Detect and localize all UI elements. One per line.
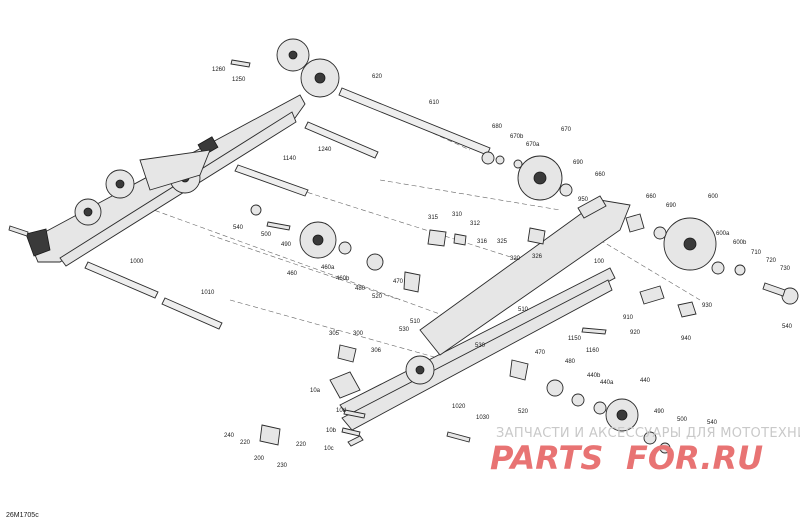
part-label: 305 bbox=[329, 331, 340, 337]
part-label: 680 bbox=[492, 124, 503, 130]
watermark-subtitle: ЗАПЧАСТИ И АКСЕССУАРЫ ДЛЯ МОТОТЕХНИКИ bbox=[496, 426, 800, 441]
part-label: 930 bbox=[702, 303, 713, 309]
part-label: 940 bbox=[681, 336, 692, 342]
part-label: 100 bbox=[594, 259, 605, 265]
part-label: 480 bbox=[565, 359, 576, 365]
part-label: 1160 bbox=[586, 348, 600, 354]
part-label: 200 bbox=[254, 456, 265, 462]
part-label: 326 bbox=[532, 254, 543, 260]
part-label: 470 bbox=[393, 279, 404, 285]
part-label: 500 bbox=[677, 417, 688, 423]
part-label: 610 bbox=[429, 100, 440, 106]
part-label: 310 bbox=[452, 212, 463, 218]
part-label: 510 bbox=[410, 319, 421, 325]
part-label: 10a bbox=[310, 388, 321, 394]
shafts bbox=[84, 87, 491, 330]
part-label: 670 bbox=[561, 127, 572, 133]
part-label: 1010 bbox=[201, 290, 215, 296]
left-rail-assembly bbox=[25, 38, 340, 267]
part-label: 316 bbox=[477, 239, 488, 245]
part-label: 920 bbox=[630, 330, 641, 336]
part-label: 440b bbox=[587, 373, 601, 379]
part-label: 315 bbox=[428, 215, 439, 221]
watermark-brand-left: PARTS bbox=[490, 439, 603, 477]
part-label: 220 bbox=[296, 442, 307, 448]
part-label: 670b bbox=[510, 134, 524, 140]
part-label: 670a bbox=[526, 142, 540, 148]
part-label: 306 bbox=[371, 348, 382, 354]
part-label: 690 bbox=[573, 160, 584, 166]
part-label: 460 bbox=[287, 271, 298, 277]
part-label: 1260 bbox=[212, 67, 226, 73]
part-label: 520 bbox=[372, 294, 383, 300]
part-label: 500 bbox=[261, 232, 272, 238]
part-label: 600 bbox=[708, 194, 719, 200]
part-label: 490 bbox=[281, 242, 292, 248]
part-label: 720 bbox=[766, 258, 777, 264]
part-label: 530 bbox=[475, 343, 486, 349]
part-label: 710 bbox=[751, 250, 762, 256]
part-label: 540 bbox=[707, 420, 718, 426]
part-label: 660 bbox=[646, 194, 657, 200]
part-label: 530 bbox=[399, 327, 410, 333]
watermark: ЗАПЧАСТИ И АКСЕССУАРЫ ДЛЯ МОТОТЕХНИКИ PA… bbox=[490, 426, 800, 477]
part-label: 660 bbox=[595, 172, 606, 178]
part-label: 1020 bbox=[452, 404, 466, 410]
part-label: 1250 bbox=[232, 77, 246, 83]
part-label: 690 bbox=[666, 203, 677, 209]
part-label: 1240 bbox=[318, 147, 332, 153]
wheels-and-small-parts bbox=[8, 59, 799, 454]
part-labels: 1260 1250 620 610 680 670b 670a 670 1240… bbox=[130, 67, 793, 469]
part-label: 460a bbox=[321, 265, 335, 271]
part-label: 460b bbox=[336, 276, 350, 282]
part-label: 10c bbox=[324, 446, 334, 452]
part-label: 470 bbox=[535, 350, 546, 356]
part-label: 520 bbox=[518, 409, 529, 415]
part-label: 320 bbox=[510, 256, 521, 262]
part-label: 1030 bbox=[476, 415, 490, 421]
part-label: 300 bbox=[353, 331, 364, 337]
part-label: 10d bbox=[336, 408, 346, 414]
part-label: 540 bbox=[233, 225, 244, 231]
part-label: 510 bbox=[518, 307, 529, 313]
part-label: 620 bbox=[372, 74, 383, 80]
part-label: 600b bbox=[733, 240, 747, 246]
part-label: 220 bbox=[240, 440, 251, 446]
right-rail-assembly bbox=[329, 199, 631, 431]
part-label: 240 bbox=[224, 433, 235, 439]
part-label: 325 bbox=[497, 239, 508, 245]
part-label: 440 bbox=[640, 378, 651, 384]
part-label: 490 bbox=[654, 409, 665, 415]
part-label: 1000 bbox=[130, 259, 144, 265]
part-label: 950 bbox=[578, 197, 589, 203]
watermark-brand-right: FOR.RU bbox=[626, 439, 763, 477]
part-label: 480 bbox=[355, 286, 366, 292]
part-label: 730 bbox=[780, 266, 791, 272]
part-label: 600a bbox=[716, 231, 730, 237]
part-label: 10b bbox=[326, 428, 337, 434]
reference-code: 26M1705c bbox=[6, 512, 39, 519]
part-label: 1150 bbox=[568, 336, 582, 342]
part-label: 440a bbox=[600, 380, 614, 386]
part-label: 1140 bbox=[283, 156, 297, 162]
part-label: 312 bbox=[470, 221, 481, 227]
part-label: 540 bbox=[782, 324, 793, 330]
part-label: 910 bbox=[623, 315, 634, 321]
part-label: 230 bbox=[277, 463, 288, 469]
